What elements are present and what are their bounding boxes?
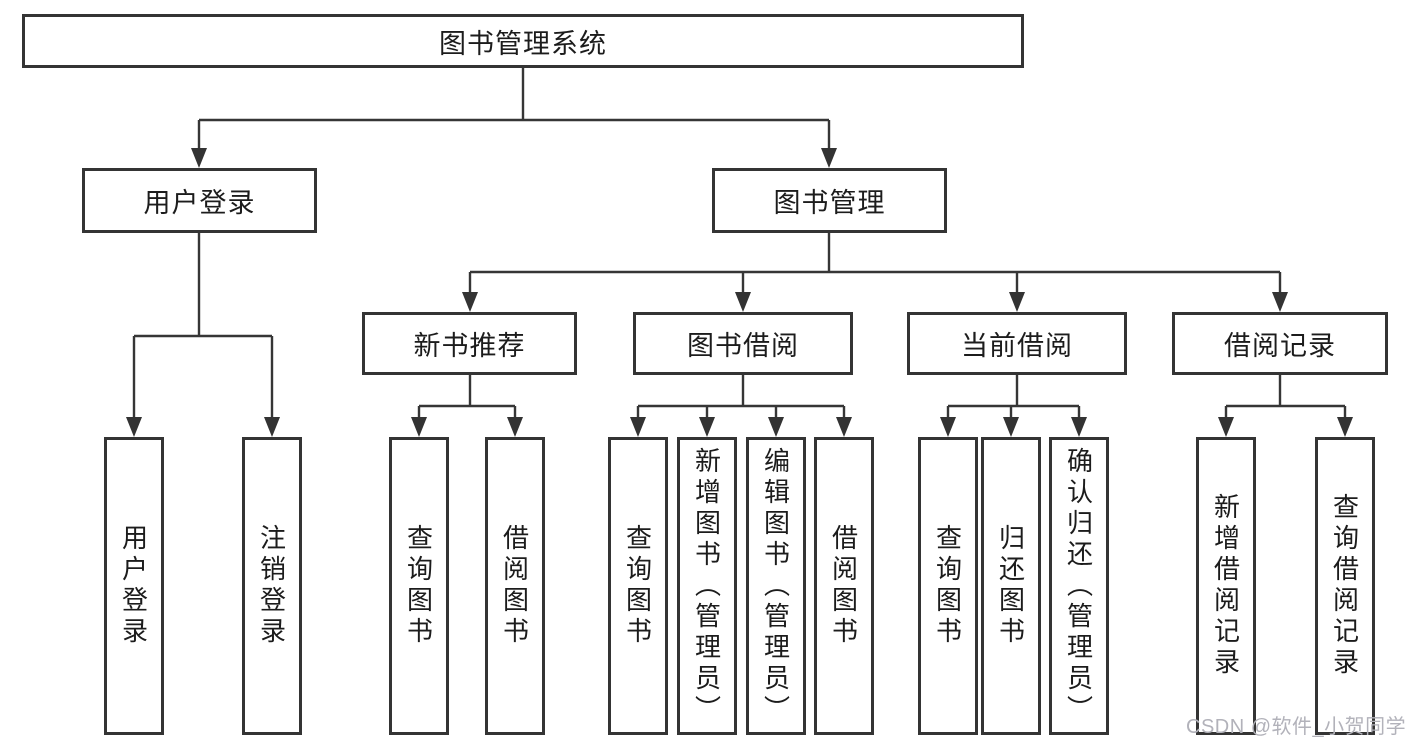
arrowhead	[411, 417, 427, 437]
arrowhead	[1009, 292, 1025, 312]
watermark: CSDN @软件_小贺同学	[1186, 716, 1405, 738]
node-borrowing-records: 借阅记录	[1172, 312, 1388, 375]
arrowhead	[768, 417, 784, 437]
node-new-book-recommendation: 新书推荐	[362, 312, 577, 375]
node-borrow-books-recommend: 借阅图书	[485, 437, 545, 735]
node-book-borrowing: 图书借阅	[633, 312, 853, 375]
arrowhead	[1272, 292, 1288, 312]
node-add-borrow-record: 新增借阅记录	[1196, 437, 1256, 735]
node-query-books-current: 查询图书	[918, 437, 978, 735]
node-user-login: 用户登录	[82, 168, 317, 233]
arrowhead	[126, 417, 142, 437]
arrowhead	[630, 417, 646, 437]
node-query-borrow-record: 查询借阅记录	[1315, 437, 1375, 735]
node-add-books-admin: 新增图书（管理员）	[677, 437, 737, 735]
node-library-system: 图书管理系统	[22, 14, 1024, 68]
arrowhead	[940, 417, 956, 437]
node-return-books: 归还图书	[981, 437, 1041, 735]
node-query-books-borrow: 查询图书	[608, 437, 668, 735]
arrowhead	[1071, 417, 1087, 437]
node-logout: 注销登录	[242, 437, 302, 735]
arrowhead	[821, 148, 837, 168]
node-confirm-return-admin: 确认归还（管理员）	[1049, 437, 1109, 735]
arrowhead	[191, 148, 207, 168]
node-book-management: 图书管理	[712, 168, 947, 233]
arrowhead	[462, 292, 478, 312]
node-query-books-recommend: 查询图书	[389, 437, 449, 735]
node-current-borrowing: 当前借阅	[907, 312, 1127, 375]
arrowhead	[264, 417, 280, 437]
node-user-login-leaf: 用户登录	[104, 437, 164, 735]
arrowhead	[699, 417, 715, 437]
arrowhead	[507, 417, 523, 437]
arrowhead	[1337, 417, 1353, 437]
arrowhead	[1003, 417, 1019, 437]
arrowhead	[1218, 417, 1234, 437]
node-edit-books-admin: 编辑图书（管理员）	[746, 437, 806, 735]
arrowhead	[836, 417, 852, 437]
node-borrow-books: 借阅图书	[814, 437, 874, 735]
arrowhead	[735, 292, 751, 312]
